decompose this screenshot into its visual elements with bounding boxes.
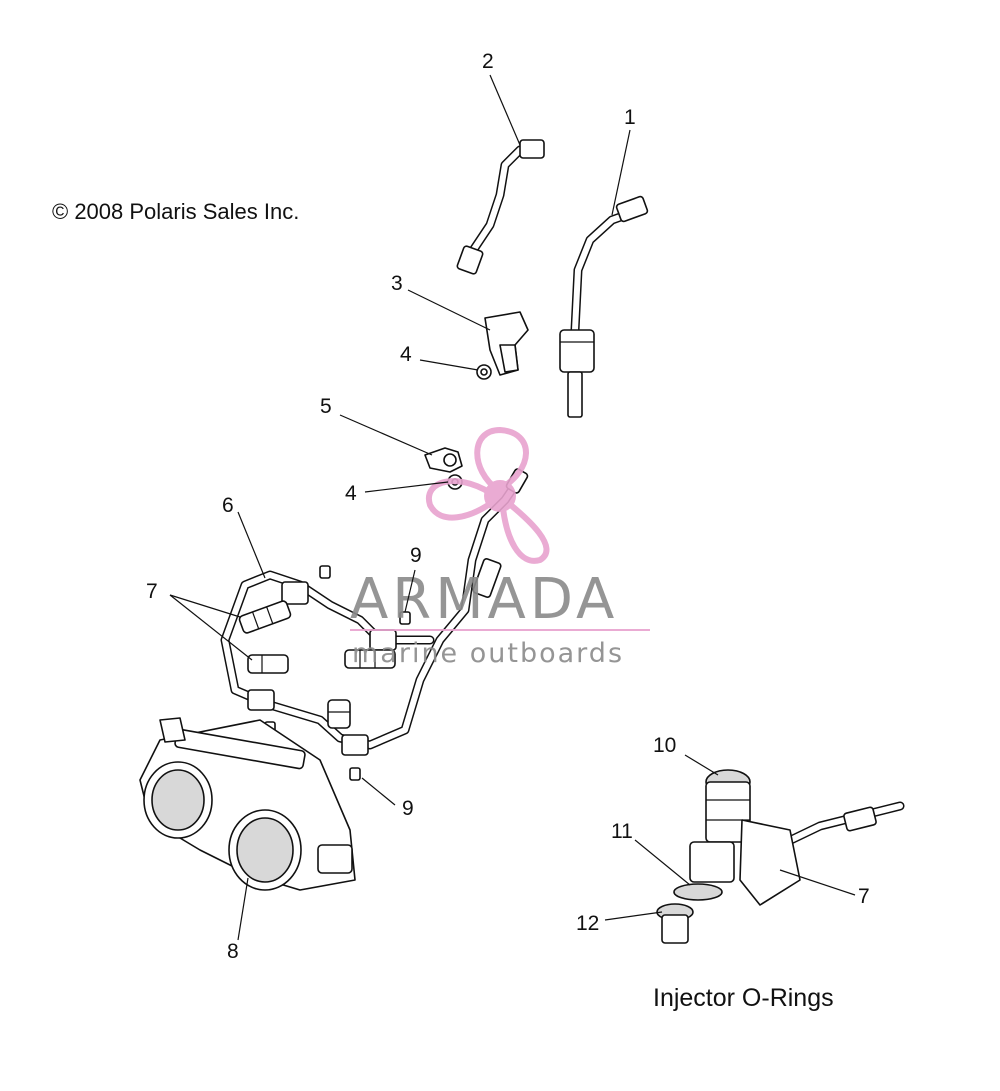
copyright-text: © 2008 Polaris Sales Inc.	[52, 199, 299, 224]
injector-o-rings-caption: Injector O-Rings	[653, 984, 834, 1012]
injector-detail	[656, 769, 905, 944]
callout-2: 2	[482, 50, 494, 73]
callout-5: 5	[320, 395, 332, 418]
watermark-brand: ARMADA	[350, 567, 618, 632]
leader-lines	[169, 74, 856, 941]
callout-11: 11	[611, 820, 633, 843]
callout-3: 3	[391, 272, 403, 295]
callout-12: 12	[576, 912, 599, 935]
callout-6: 6	[222, 494, 234, 517]
callout-9-upper: 9	[410, 544, 422, 567]
part-3-bracket	[484, 311, 529, 376]
armada-watermark: ARMADA marine outboards	[350, 426, 650, 669]
callout-7-left: 7	[146, 580, 158, 603]
callout-9-lower: 9	[402, 797, 414, 820]
propeller-logo-icon	[425, 426, 550, 564]
part-7-injectors	[238, 600, 396, 729]
part-8-throttle-body	[139, 717, 356, 891]
callout-4-lower: 4	[345, 482, 357, 505]
part-2-fuel-hose	[456, 139, 545, 275]
part-1-fuel-hose-filter	[559, 195, 649, 418]
callout-4-upper: 4	[400, 343, 412, 366]
callout-labels: 2 1 3 4 5 4 6 9 7 9 8 10 11 7 12	[146, 50, 870, 963]
callout-7-right: 7	[858, 885, 870, 908]
part-4-screw-upper	[476, 364, 492, 380]
part-5-clamp	[424, 447, 463, 473]
callout-1: 1	[624, 106, 636, 129]
watermark-tagline: marine outboards	[352, 638, 624, 669]
o-ring-11	[673, 883, 723, 901]
part-6-fuel-rail	[220, 468, 529, 756]
callout-10: 10	[653, 734, 676, 757]
callout-8: 8	[227, 940, 239, 963]
